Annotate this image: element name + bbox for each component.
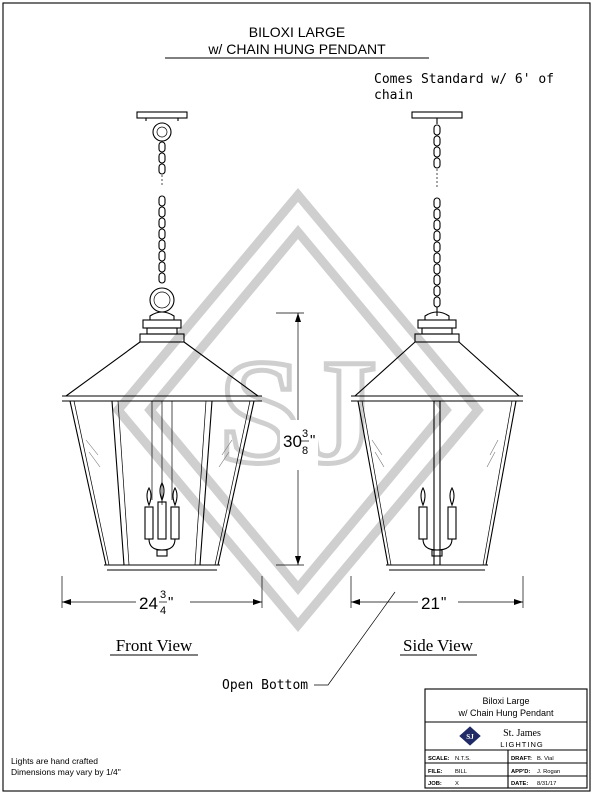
front-view-lantern (62, 111, 262, 571)
height-numerator: 3 (302, 428, 308, 440)
side-candle-cluster (418, 486, 457, 557)
front-width-whole: 24 (139, 594, 158, 613)
tb-name-line-1: Biloxi Large (482, 696, 529, 706)
note-line-1: Comes Standard w/ 6' of (374, 72, 554, 87)
tb-appd-value: J. Rogan (537, 769, 560, 775)
front-canopy (136, 111, 188, 119)
tb-draft-label: DRAFT: (511, 756, 532, 762)
tb-company-line-1: St. James (503, 728, 541, 739)
height-whole: 30 (283, 432, 302, 451)
note-line-2: chain (374, 88, 413, 103)
tb-scale-label: SCALE: (428, 756, 450, 762)
height-dimension: 30 3 8 " (276, 312, 318, 566)
side-width-dimension: 21 " (350, 576, 524, 613)
side-canopy (411, 111, 463, 119)
side-view-lantern (351, 111, 523, 571)
front-width-dimension: 24 3 4 " (61, 576, 263, 617)
tb-draft-value: B. Vial (537, 756, 554, 762)
open-bottom-leader (314, 591, 396, 686)
height-unit: " (310, 432, 315, 449)
tb-appd-label: APP'D: (511, 769, 530, 775)
tb-file-value: BILL (455, 769, 468, 775)
front-width-unit: " (168, 594, 173, 611)
tb-date-label: DATE: (511, 781, 528, 787)
disclaimer-line-2: Dimensions may vary by 1/4" (11, 767, 121, 777)
tb-logo-letters: SJ (466, 733, 474, 741)
tb-scale-value: N.T.S. (455, 756, 471, 762)
front-width-denominator: 4 (160, 605, 166, 617)
side-chain (433, 124, 441, 316)
tb-date-value: 8/31/17 (537, 781, 556, 787)
title-line-2: w/ CHAIN HUNG PENDANT (207, 41, 386, 57)
disclaimer-line-1: Lights are hand crafted (11, 756, 98, 766)
front-chain (158, 141, 166, 284)
tb-job-label: JOB: (428, 781, 442, 787)
open-bottom-label: Open Bottom (222, 678, 308, 693)
front-view-label: Front View (116, 636, 193, 655)
side-width-unit: " (441, 594, 446, 611)
title-line-1: BILOXI LARGE (249, 24, 345, 40)
side-width-whole: 21 (421, 594, 440, 613)
tb-file-label: FILE: (428, 769, 443, 775)
tb-company-logo: SJ (459, 726, 481, 746)
height-denominator: 8 (302, 445, 308, 457)
tb-name-line-2: w/ Chain Hung Pendant (457, 708, 554, 718)
title-block: Biloxi Large w/ Chain Hung Pendant SJ St… (424, 688, 588, 789)
side-view-label: Side View (403, 636, 474, 655)
front-width-numerator: 3 (160, 589, 166, 601)
tb-job-value: X (455, 781, 459, 787)
tb-company-line-2: LIGHTING (500, 740, 543, 749)
front-candle-cluster (144, 481, 180, 557)
